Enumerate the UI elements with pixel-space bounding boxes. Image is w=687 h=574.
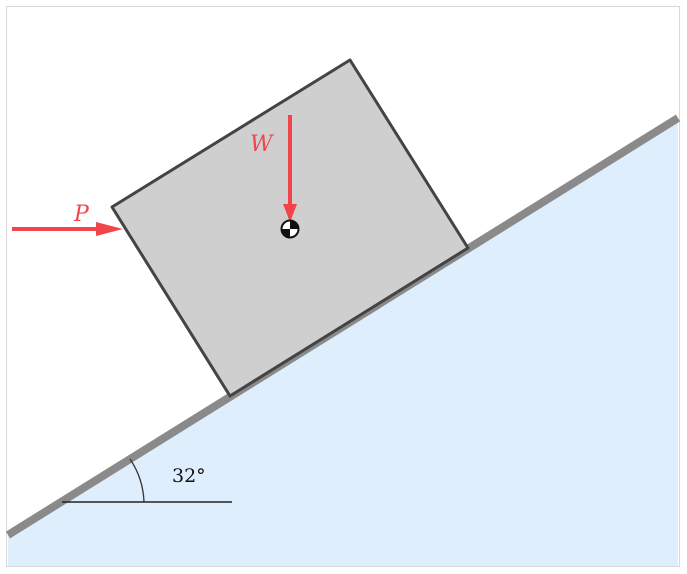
frame-border (6, 6, 680, 567)
force-p-label: P (73, 202, 90, 227)
force-w-arrowhead (283, 204, 297, 222)
incline-ground (8, 118, 678, 566)
angle-arc (129, 458, 145, 503)
angle-label: 32° (172, 465, 206, 487)
force-w-label: W (250, 132, 275, 157)
force-p-arrowhead (96, 222, 123, 236)
center-of-mass-icon (280, 219, 300, 239)
